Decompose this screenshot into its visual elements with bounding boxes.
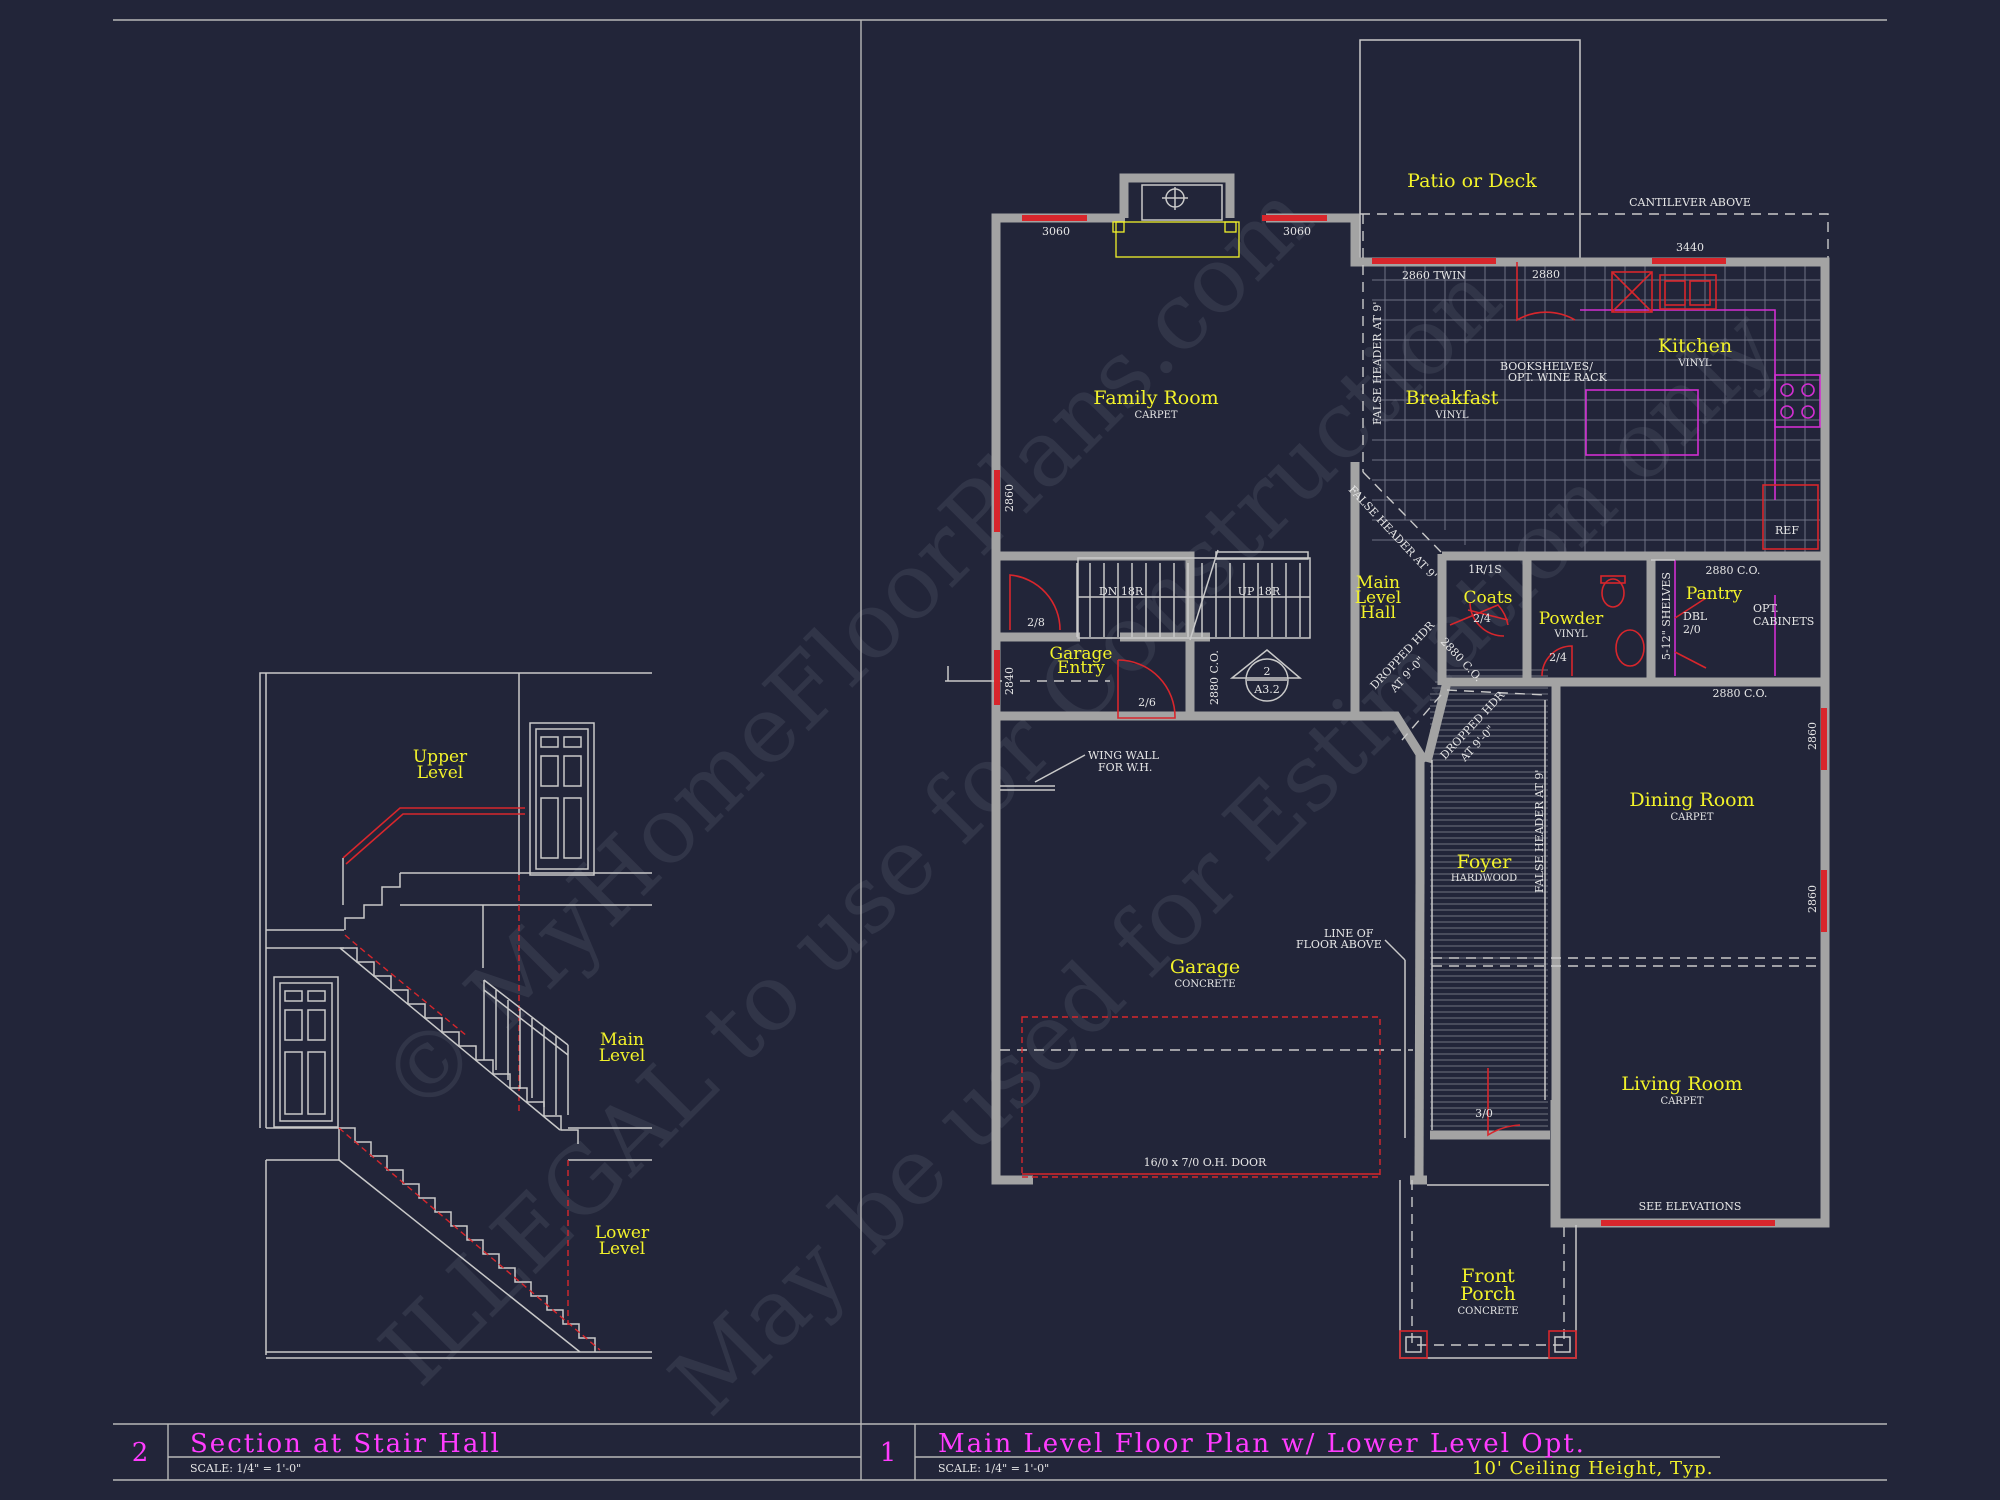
label-coats: Coats: [1464, 588, 1513, 608]
label-main-level-2: Level: [599, 1046, 645, 1066]
sheet-frame: [113, 19, 1887, 1481]
label-patio: Patio or Deck: [1407, 170, 1537, 192]
label-family-floor: CARPET: [1134, 410, 1177, 421]
section-title: Section at Stair Hall: [190, 1429, 501, 1459]
plan-title: Main Level Floor Plan w/ Lower Level Opt…: [938, 1429, 1586, 1459]
plan-scale: SCALE: 1/4" = 1'-0": [938, 1462, 1049, 1475]
label-front-porch-2: Porch: [1460, 1283, 1515, 1305]
interior-details: [945, 184, 1821, 1359]
label-kitchen: Kitchen: [1658, 335, 1732, 357]
label-garage-floor: CONCRETE: [1174, 979, 1235, 990]
plan-title-number: 1: [880, 1438, 897, 1468]
window-markers: [994, 215, 1827, 1226]
label-dining-floor: CARPET: [1670, 812, 1713, 823]
patio-deck: [1359, 39, 1829, 258]
section-level-labels: Upper Level Main Level Lower Level: [413, 747, 650, 1259]
watermark: © MyHomeFloorPlans.com ILLEGAL to use fo…: [360, 163, 1796, 1436]
watermark-line-2: ILLEGAL to use for Construction: [360, 244, 1521, 1405]
section-title-number: 2: [132, 1438, 149, 1468]
note-overhead-door: 16/0 x 7/0 O.H. DOOR: [1144, 1156, 1267, 1169]
note-window-2860-dining-2: 2860: [1806, 885, 1819, 913]
label-lower-level-1: Lower: [595, 1223, 650, 1243]
note-window-3440: 3440: [1676, 241, 1704, 254]
note-bookshelves-1: BOOKSHELVES/: [1500, 360, 1593, 373]
label-front-porch-1: Front: [1461, 1265, 1515, 1287]
note-cantilever: CANTILEVER ABOVE: [1629, 196, 1751, 209]
note-door-2-8: 2/8: [1027, 616, 1045, 629]
label-kitchen-floor: VINYL: [1677, 358, 1712, 369]
label-upper-level-1: Upper: [413, 747, 468, 767]
stair-section-drawing: [259, 672, 652, 1359]
note-linen: 1R/1S: [1468, 563, 1502, 576]
label-garage-entry-1: Garage: [1050, 644, 1113, 664]
note-window-3060-right: 3060: [1283, 225, 1311, 238]
label-foyer: Foyer: [1457, 851, 1513, 873]
note-window-2860-twin: 2860 TWIN: [1402, 269, 1466, 282]
note-window-2880: 2880: [1532, 268, 1560, 281]
section-scale: SCALE: 1/4" = 1'-0": [190, 1462, 301, 1475]
label-porch-floor: CONCRETE: [1457, 1306, 1518, 1317]
label-lower-level-2: Level: [599, 1239, 645, 1259]
note-stair-down: DN 18R: [1099, 585, 1144, 598]
note-false-header-foyer: FALSE HEADER AT 9': [1533, 770, 1546, 893]
label-garage-entry-2: Entry: [1057, 658, 1105, 678]
note-pantry-dbl-2: 2/0: [1683, 623, 1701, 636]
note-pantry-dbl-1: DBL: [1683, 610, 1708, 623]
label-main-hall-2: Level: [1355, 588, 1401, 608]
title-block-section: 2 Section at Stair Hall SCALE: 1/4" = 1'…: [132, 1429, 501, 1475]
label-powder: Powder: [1539, 609, 1604, 629]
note-pantry-shelves: 5-12" SHELVES: [1660, 572, 1673, 660]
note-door-2-4-powder: 2/4: [1549, 651, 1567, 664]
note-bookshelves-2: OPT. WINE RACK: [1508, 371, 1608, 384]
note-window-2860-family: 2860: [1003, 484, 1016, 512]
note-window-2840: 2840: [1003, 667, 1016, 695]
label-main-hall-3: Hall: [1360, 603, 1396, 623]
note-wing-wall-2: FOR W.H.: [1098, 761, 1152, 774]
label-breakfast-floor: VINYL: [1434, 410, 1469, 421]
label-pantry: Pantry: [1686, 584, 1743, 604]
note-see-elevations: SEE ELEVATIONS: [1639, 1200, 1742, 1213]
label-family-room: Family Room: [1093, 387, 1218, 409]
label-living-floor: CARPET: [1660, 1096, 1703, 1107]
label-breakfast: Breakfast: [1406, 387, 1499, 409]
section-marker-sheet: A3.2: [1253, 683, 1279, 696]
note-stair-up: UP 18R: [1238, 585, 1281, 598]
label-main-hall-1: Main: [1356, 573, 1400, 593]
label-upper-level-2: Level: [417, 763, 463, 783]
title-block-plan: 1 Main Level Floor Plan w/ Lower Level O…: [880, 1429, 1713, 1479]
note-door-2-6: 2/6: [1138, 696, 1156, 709]
note-wing-wall-1: WING WALL: [1088, 749, 1160, 762]
label-powder-floor: VINYL: [1553, 629, 1588, 640]
label-main-level-1: Main: [600, 1030, 644, 1050]
label-garage: Garage: [1170, 956, 1240, 978]
label-dining-room: Dining Room: [1629, 789, 1754, 811]
note-false-header-vertical: FALSE HEADER AT 9': [1371, 302, 1384, 425]
exterior-walls: [991, 173, 1830, 1228]
note-window-3060-left: 3060: [1042, 225, 1070, 238]
main-stair: [1076, 549, 1311, 641]
note-door-3-0: 3/0: [1475, 1107, 1493, 1120]
watermark-line-3: May be used for Estimation only: [650, 290, 1796, 1436]
note-door-2-4-coats: 2/4: [1473, 612, 1491, 625]
note-line-floor-2: FLOOR ABOVE: [1296, 938, 1382, 951]
room-labels: Patio or Deck Family Room CARPET Breakfa…: [1050, 170, 1755, 1317]
label-foyer-floor: HARDWOOD: [1451, 873, 1517, 884]
note-refrigerator: REF: [1775, 524, 1799, 537]
label-living-room: Living Room: [1621, 1073, 1742, 1095]
foyer-hardwood-pattern: [1430, 669, 1548, 1133]
ceiling-height-note: 10' Ceiling Height, Typ.: [1472, 1458, 1713, 1479]
note-window-2860-dining-1: 2860: [1806, 722, 1819, 750]
note-opt-cabinets-2: CABINETS: [1753, 615, 1814, 628]
note-cased-opening-vertical: 2880 C.O.: [1208, 650, 1221, 705]
section-marker-number: 2: [1264, 665, 1271, 678]
note-opt-cabinets-1: OPT.: [1753, 602, 1779, 615]
note-cased-opening-top: 2880 C.O.: [1706, 564, 1761, 577]
note-cased-opening-bottom: 2880 C.O.: [1713, 687, 1768, 700]
note-line-floor-1: LINE OF: [1324, 927, 1374, 940]
